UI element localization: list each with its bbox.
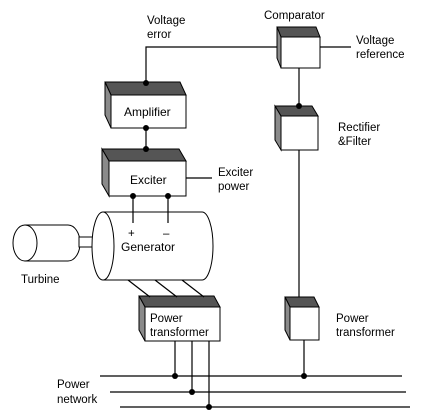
wire-phase-a [127, 279, 151, 298]
turbine [12, 224, 104, 262]
junction-dot [143, 80, 149, 86]
exciter-label: Exciter [130, 173, 167, 187]
junction-dot [143, 125, 149, 131]
rectifier-filter-block [274, 104, 319, 152]
comparator-block [276, 26, 321, 69]
voltage-error-label-line2: error [147, 29, 171, 41]
voltage-reference-label-line1: Voltage [356, 35, 394, 47]
junction-dot [296, 103, 302, 109]
power-transformer-left-label-line1: Power [150, 313, 183, 325]
wiring [100, 46, 410, 408]
power-transformer-right-label-line1: Power [336, 313, 369, 325]
exciter-block [101, 147, 187, 198]
generator-label: Generator [121, 240, 175, 254]
generator [91, 211, 214, 281]
junction-dot [206, 404, 212, 410]
amplifier-label: Amplifier [124, 105, 171, 119]
plus-terminal-label: + [128, 228, 135, 240]
voltage-error-label-line1: Voltage [147, 15, 185, 27]
junction-dot [189, 389, 195, 395]
power-network-label-line2: network [57, 394, 98, 406]
voltage-reference-label-line2: reference [356, 49, 405, 61]
turbine-label: Turbine [21, 274, 60, 286]
comparator-label: Comparator [264, 10, 325, 22]
junction-dot [172, 373, 178, 379]
power-transformer-left-label-line2: transformer [150, 327, 209, 339]
rectifier-label-line2: &Filter [338, 136, 371, 148]
wire-phase-c [181, 279, 205, 298]
power-transformer-right-block [284, 296, 320, 341]
wire-voltage-error [145, 46, 277, 82]
amplifier-block [104, 81, 187, 129]
power-transformer-right-label-line2: transformer [336, 327, 395, 339]
rectifier-label-line1: Rectifier [338, 122, 380, 134]
wire-phase-b [154, 279, 178, 298]
junction-dot [130, 193, 136, 199]
minus-terminal-label: – [163, 228, 170, 240]
exciter-power-label-line2: power [218, 181, 249, 193]
junction-dots [130, 80, 307, 410]
junction-dot [301, 373, 307, 379]
power-network-label-line1: Power [57, 379, 90, 391]
power-transformer-left-block [138, 295, 221, 342]
exciter-power-label-line1: Exciter [218, 167, 253, 179]
junction-dot [143, 146, 149, 152]
junction-dot [165, 193, 171, 199]
